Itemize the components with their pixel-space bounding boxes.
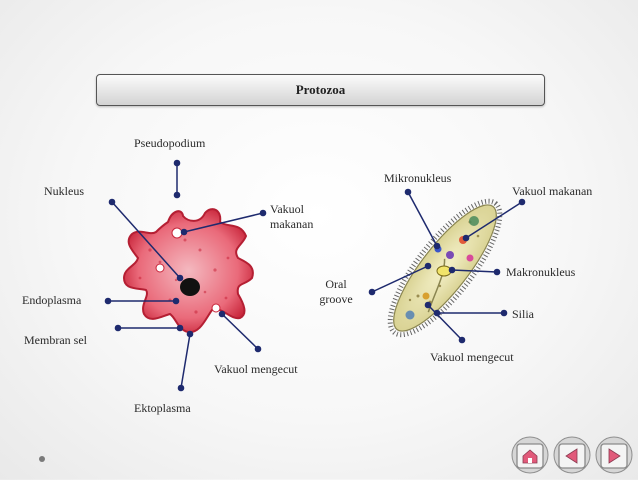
paramecium-contractile-vacuole-1	[469, 216, 479, 226]
label-oral-groove: Oral groove	[319, 277, 353, 306]
pointer-para-vakuol-mengecut	[424, 301, 466, 344]
next-button[interactable]	[594, 435, 634, 480]
paramecium-food-vacuole-3	[466, 254, 474, 262]
title-bar: Protozoa	[96, 74, 545, 106]
label-endoplasma: Endoplasma	[22, 293, 82, 307]
label-para-vakuol-makanan: Vakuol makanan	[512, 184, 593, 198]
label-makronukleus: Makronukleus	[506, 265, 576, 279]
amoeba	[122, 208, 254, 334]
next-icon	[595, 436, 633, 474]
paramecium-food-vacuole-2	[446, 251, 454, 259]
label-para-vakuol-mengecut: Vakuol mengecut	[430, 350, 514, 364]
amoeba-nucleus	[180, 278, 200, 296]
label-amoeba-vakuol-makanan: Vakuol makanan	[270, 202, 314, 231]
amoeba-contractile-vacuole	[211, 303, 221, 313]
paramecium-macronucleus	[436, 265, 452, 277]
label-pseudopodium: Pseudopodium	[134, 136, 206, 150]
amoeba-food-vacuole	[171, 227, 183, 239]
paramecium-micronucleus	[434, 245, 442, 253]
pointer-oral-groove	[368, 262, 432, 296]
pointer-para-vakuol-makanan	[462, 198, 526, 242]
amoeba-food-vacuole-2	[155, 263, 165, 273]
amoeba-body	[122, 208, 254, 334]
previous-icon	[553, 436, 591, 474]
home-button[interactable]	[510, 435, 550, 480]
label-mikronukleus: Mikronukleus	[384, 171, 452, 185]
pointer-mikronukleus	[404, 188, 441, 250]
bullet-dot-left	[39, 456, 45, 462]
label-membran-sel: Membran sel	[24, 333, 87, 347]
pointer-ektoplasma	[177, 330, 194, 392]
pointer-amoeba-vakuol-makanan	[180, 209, 267, 236]
paramecium	[387, 198, 503, 338]
label-nukleus: Nukleus	[44, 184, 84, 198]
pointer-makronukleus	[448, 266, 501, 276]
label-amoeba-vakuol-mengecut: Vakuol mengecut	[214, 362, 298, 376]
paramecium-contractile-vacuole-2	[405, 310, 415, 320]
paramecium-food-vacuole-1	[459, 236, 467, 244]
pointer-nukleus	[108, 198, 184, 282]
pointer-amoeba-vakuol-mengecut	[218, 310, 262, 353]
home-icon	[511, 436, 549, 474]
previous-button[interactable]	[552, 435, 592, 480]
paramecium-food-vacuole-4	[422, 292, 430, 300]
label-silia: Silia	[512, 307, 535, 321]
pointer-lines	[104, 159, 526, 392]
label-ektoplasma: Ektoplasma	[134, 401, 191, 415]
slide-title: Protozoa	[295, 82, 346, 97]
